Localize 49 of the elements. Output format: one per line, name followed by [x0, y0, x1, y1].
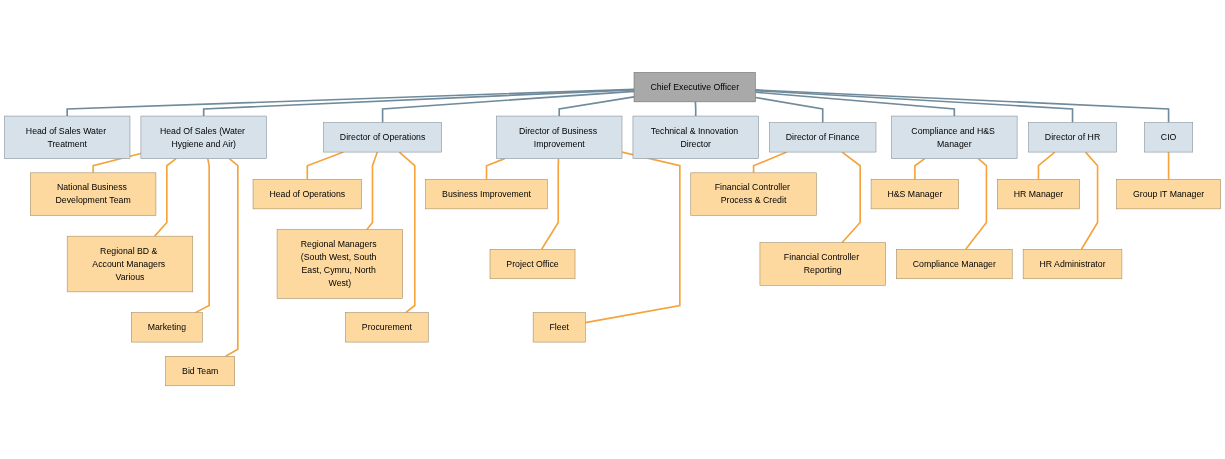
node-box: Procurement	[345, 312, 429, 343]
node-box: Director of Finance	[769, 122, 877, 153]
connector	[540, 158, 560, 251]
node-box: Head of Sales Water Treatment	[4, 116, 131, 160]
node-box: Head of Operations	[252, 179, 362, 210]
connector	[841, 151, 861, 244]
connector	[66, 88, 635, 118]
node-box: CIO	[1144, 122, 1194, 153]
connector	[366, 151, 379, 231]
node-box: Marketing	[131, 312, 203, 343]
connector	[202, 89, 635, 118]
connector	[1037, 151, 1056, 181]
connector	[754, 89, 1170, 124]
node-box: Project Office	[489, 249, 576, 280]
node-box: Compliance and H&S Manager	[891, 116, 1018, 160]
connector	[398, 151, 416, 314]
connector	[558, 96, 635, 118]
node-box: Compliance Manager	[896, 249, 1013, 280]
connector	[92, 153, 142, 175]
node-box: HR Manager	[997, 179, 1080, 210]
node-box: National Business Development Team	[30, 172, 157, 217]
node-box: Head Of Sales (Water Hygiene and Air)	[140, 116, 267, 160]
connector	[224, 158, 239, 358]
node-box: Director of HR	[1028, 122, 1117, 153]
node-box: Chief Executive Officer	[633, 72, 756, 103]
node-box: Regional BD & Account Managers Various	[66, 236, 194, 293]
connector	[754, 97, 824, 124]
connector	[964, 158, 988, 251]
node-box: Group IT Manager	[1116, 179, 1221, 210]
connector	[754, 90, 1074, 124]
connector	[754, 91, 956, 118]
node-box: Director of Operations	[323, 122, 442, 153]
connector	[1167, 151, 1170, 181]
node-box: Fleet	[532, 312, 586, 343]
connector	[153, 158, 177, 238]
node-box: H&S Manager	[870, 179, 959, 210]
connector	[194, 158, 210, 314]
node-box: Director of Business Improvement	[496, 116, 623, 160]
connector	[914, 158, 926, 181]
node-box: Regional Managers (South West, South East, Cymru, North West)	[276, 229, 403, 300]
node-box: Bid Team	[165, 356, 235, 387]
node-box: Business Improvement	[425, 179, 548, 210]
node-box: Technical & Innovation Director	[632, 116, 759, 160]
connector	[381, 90, 635, 124]
node-box: Financial Controller Process & Credit	[690, 172, 817, 217]
node-box: Financial Controller Reporting	[759, 242, 886, 286]
connector	[1080, 151, 1099, 251]
connector	[584, 151, 681, 324]
node-box: HR Administrator	[1022, 249, 1123, 280]
